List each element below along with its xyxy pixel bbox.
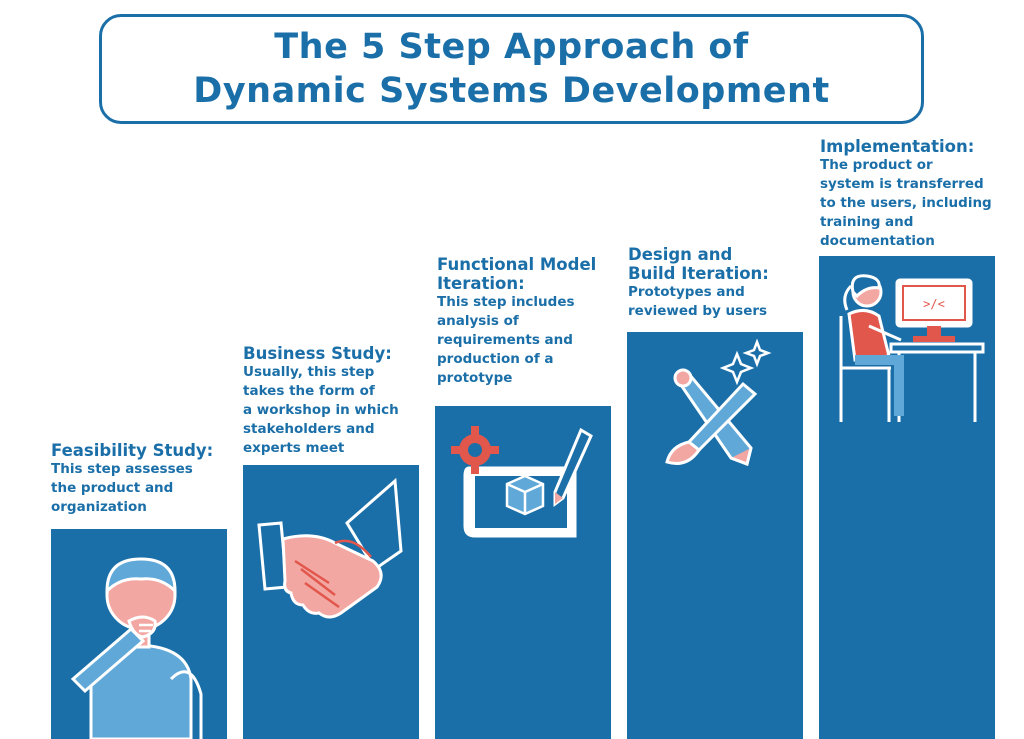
step-1-desc-line: the product and: [51, 480, 174, 496]
handshake-icon: [257, 477, 403, 619]
step-2-heading: Business Study:: [243, 344, 392, 363]
blueprint-gear-pencil-icon: [451, 426, 593, 538]
step-2-desc-line: takes the form of: [243, 383, 375, 399]
step-3-desc-line: production of a: [437, 351, 554, 367]
pencil-brush-sparkle-icon: [665, 338, 772, 466]
step-4-desc-line: Prototypes and: [628, 284, 745, 300]
step-1-desc-line: This step assesses: [51, 461, 193, 477]
step-3-desc-line: requirements and: [437, 332, 573, 348]
step-4-desc-line: reviewed by users: [628, 303, 768, 319]
step-5-desc-line: training and: [820, 214, 914, 230]
step-5-bar: >/<: [819, 256, 995, 739]
step-1-bar: [51, 529, 227, 739]
step-2-bar: [243, 465, 419, 739]
step-1-text: Feasibility Study: This step assesses th…: [51, 441, 236, 517]
step-4-heading: Build Iteration:: [628, 264, 769, 283]
step-5-heading: Implementation:: [820, 137, 975, 156]
step-3-bar: [435, 406, 611, 739]
step-2-desc-line: experts meet: [243, 440, 345, 456]
step-5-desc-line: to the users, including: [820, 195, 992, 211]
svg-text:>/<: >/<: [923, 297, 945, 311]
step-1-desc-line: organization: [51, 499, 147, 515]
step-3-heading: Functional Model: [437, 255, 597, 274]
title-banner: The 5 Step Approach of Dynamic Systems D…: [99, 14, 924, 124]
step-1-heading: Feasibility Study:: [51, 441, 214, 460]
title-line-2: Dynamic Systems Development: [193, 71, 830, 111]
step-5-desc-line: The product or: [820, 157, 933, 173]
step-2-text: Business Study: Usually, this step takes…: [243, 344, 428, 458]
step-4-text: Design and Build Iteration: Prototypes a…: [628, 245, 813, 321]
step-2-desc-line: a workshop in which: [243, 402, 399, 418]
step-3-desc-line: This step includes: [437, 294, 575, 310]
step-5-desc-line: system is transferred: [820, 176, 984, 192]
thinking-person-icon: [70, 557, 203, 739]
step-3-desc-line: prototype: [437, 370, 513, 386]
step-3-desc-line: analysis of: [437, 313, 519, 329]
step-4-bar: [627, 332, 803, 739]
person-at-computer-icon: >/<: [839, 274, 985, 422]
step-5-text: Implementation: The product or system is…: [820, 137, 1005, 251]
step-5-desc-line: documentation: [820, 233, 935, 249]
title-line-1: The 5 Step Approach of: [274, 27, 749, 67]
step-2-desc-line: Usually, this step: [243, 364, 375, 380]
step-3-heading: Iteration:: [437, 274, 525, 293]
step-3-text: Functional Model Iteration: This step in…: [437, 255, 622, 388]
step-2-desc-line: stakeholders and: [243, 421, 375, 437]
step-4-heading: Design and: [628, 245, 733, 264]
